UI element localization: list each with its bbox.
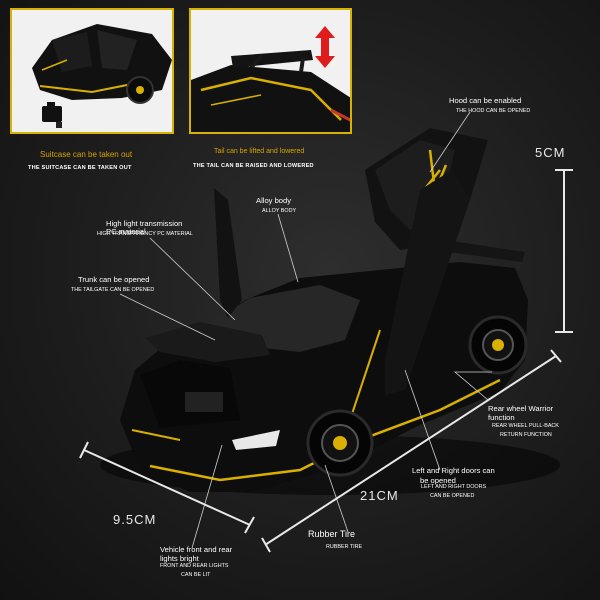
pc-callout-title-2: PC material bbox=[106, 227, 146, 236]
alloy-callout-subtitle: ALLOY BODY bbox=[262, 208, 297, 214]
trunk-callout-title: Trunk can be opened bbox=[78, 275, 150, 284]
lights-callout-subtitle-2: CAN BE LIT bbox=[181, 572, 211, 578]
rear-wheel-callout-subtitle-1: REAR WHEEL PULL-BACK bbox=[492, 423, 559, 429]
suitcase-inset-photo bbox=[10, 8, 174, 134]
doors-callout-title-2: be opened bbox=[420, 476, 456, 485]
trunk-callout-subtitle: THE TAILGATE CAN BE OPENED bbox=[71, 287, 155, 293]
rear-wheel-callout-subtitle-2: RETURN FUNCTION bbox=[500, 432, 552, 438]
pc-callout-title-1: High light transmission bbox=[106, 219, 183, 228]
length-dimension-label: 21CM bbox=[360, 488, 399, 503]
tire-callout-title: Rubber Tire bbox=[308, 529, 356, 539]
hood-callout-subtitle: THE HOOD CAN BE OPENED bbox=[456, 108, 531, 114]
height-dimension-label: 5CM bbox=[535, 145, 566, 160]
lights-callout-title-2: lights bright bbox=[160, 554, 199, 563]
dimension-lines bbox=[79, 169, 573, 553]
rear-wheel-callout-title-1: Rear wheel Warrior bbox=[488, 404, 554, 413]
rear-wheel-callout-title-2: function bbox=[488, 413, 515, 422]
suitcase-caption-title: Suitcase can be taken out bbox=[40, 150, 133, 159]
tail-caption-subtitle: THE TAIL CAN BE RAISED AND LOWERED bbox=[193, 163, 314, 169]
tail-inset-photo bbox=[189, 8, 352, 134]
width-dimension-label: 9.5CM bbox=[113, 512, 157, 527]
tail-inset-drawing bbox=[191, 26, 350, 132]
suitcase-caption-subtitle: THE SUITCASE CAN BE TAKEN OUT bbox=[28, 165, 132, 171]
doors-callout-title-1: Left and Right doors can bbox=[412, 466, 495, 475]
doors-callout-subtitle-2: CAN BE OPENED bbox=[430, 493, 475, 499]
tail-caption-title: Tail can be lifted and lowered bbox=[214, 148, 305, 155]
lights-callout-title-1: Vehicle front and rear bbox=[160, 545, 233, 554]
doors-callout-subtitle-1: LEFT AND RIGHT DOORS bbox=[421, 484, 487, 490]
suitcase-inset-drawing bbox=[32, 24, 172, 128]
pc-callout-subtitle: HIGH TRANSPARENCY PC MATERIAL bbox=[97, 231, 193, 237]
tire-callout-subtitle: RUBBER TIRE bbox=[326, 544, 363, 550]
alloy-callout-title: Alloy body bbox=[256, 196, 292, 205]
lights-callout-subtitle-1: FRONT AND REAR LIGHTS bbox=[160, 563, 229, 569]
hood-callout-title: Hood can be enabled bbox=[449, 96, 522, 105]
